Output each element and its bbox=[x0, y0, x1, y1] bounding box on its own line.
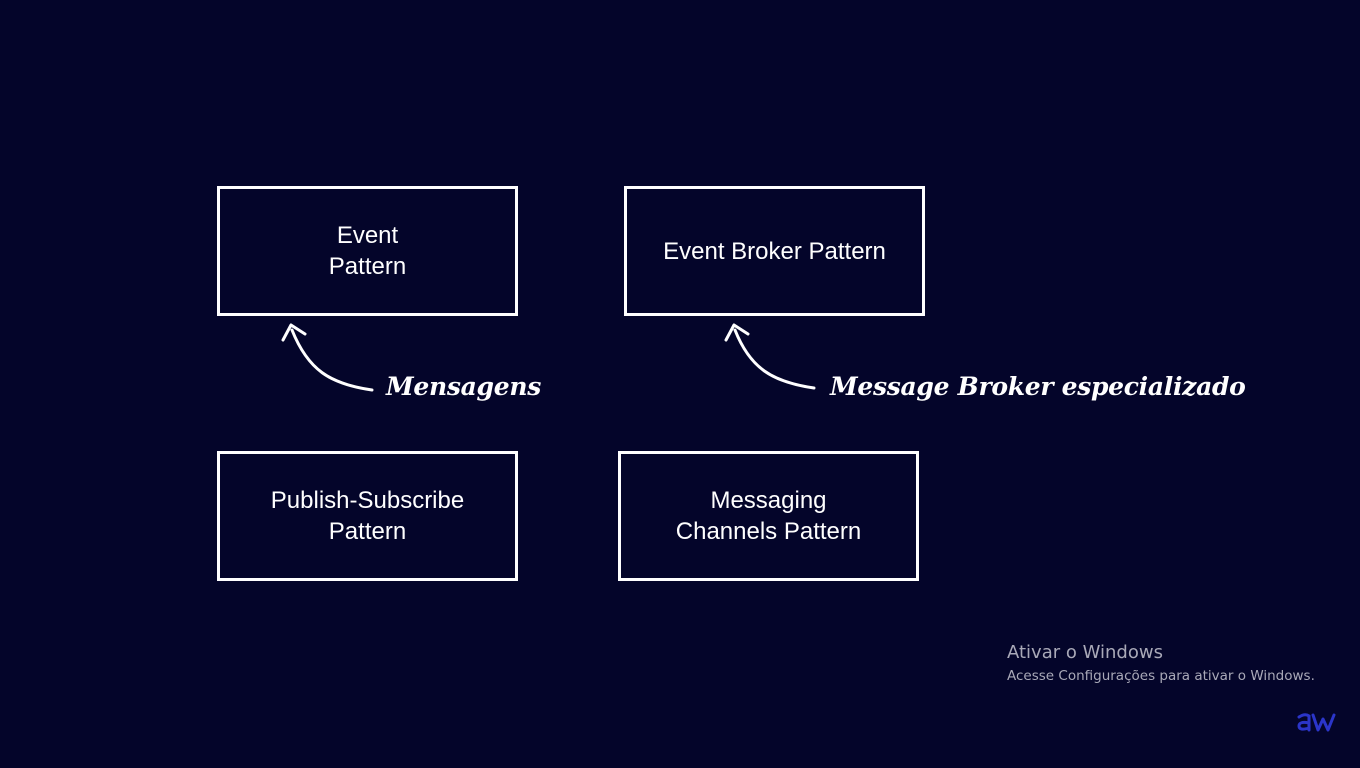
annotation-mensagens: Mensagens bbox=[386, 372, 541, 401]
windows-activation-subtitle: Acesse Configurações para ativar o Windo… bbox=[1007, 668, 1315, 684]
event-pattern-line1: Event bbox=[336, 222, 399, 249]
publish-subscribe-line2: Pattern bbox=[328, 518, 407, 545]
event-broker-pattern-label: Event Broker Pattern bbox=[663, 237, 886, 265]
aw-logo-icon bbox=[1297, 713, 1336, 732]
messaging-channels-pattern-box: Messaging Channels Pattern bbox=[618, 451, 919, 581]
windows-activation-title: Ativar o Windows bbox=[1007, 642, 1163, 663]
event-broker-pattern-box: Event Broker Pattern bbox=[624, 186, 925, 316]
messaging-channels-line2: Channels Pattern bbox=[675, 518, 862, 545]
annotation-message-broker: Message Broker especializado bbox=[830, 372, 1246, 401]
publish-subscribe-pattern-box: Publish-Subscribe Pattern bbox=[217, 451, 518, 581]
publish-subscribe-line1: Publish-Subscribe bbox=[270, 487, 465, 514]
curved-arrow-icon bbox=[724, 323, 816, 390]
event-pattern-line2: Pattern bbox=[328, 253, 407, 280]
messaging-channels-line1: Messaging bbox=[710, 487, 827, 514]
event-pattern-box: Event Pattern bbox=[217, 186, 518, 316]
curved-arrow-icon bbox=[281, 323, 374, 392]
